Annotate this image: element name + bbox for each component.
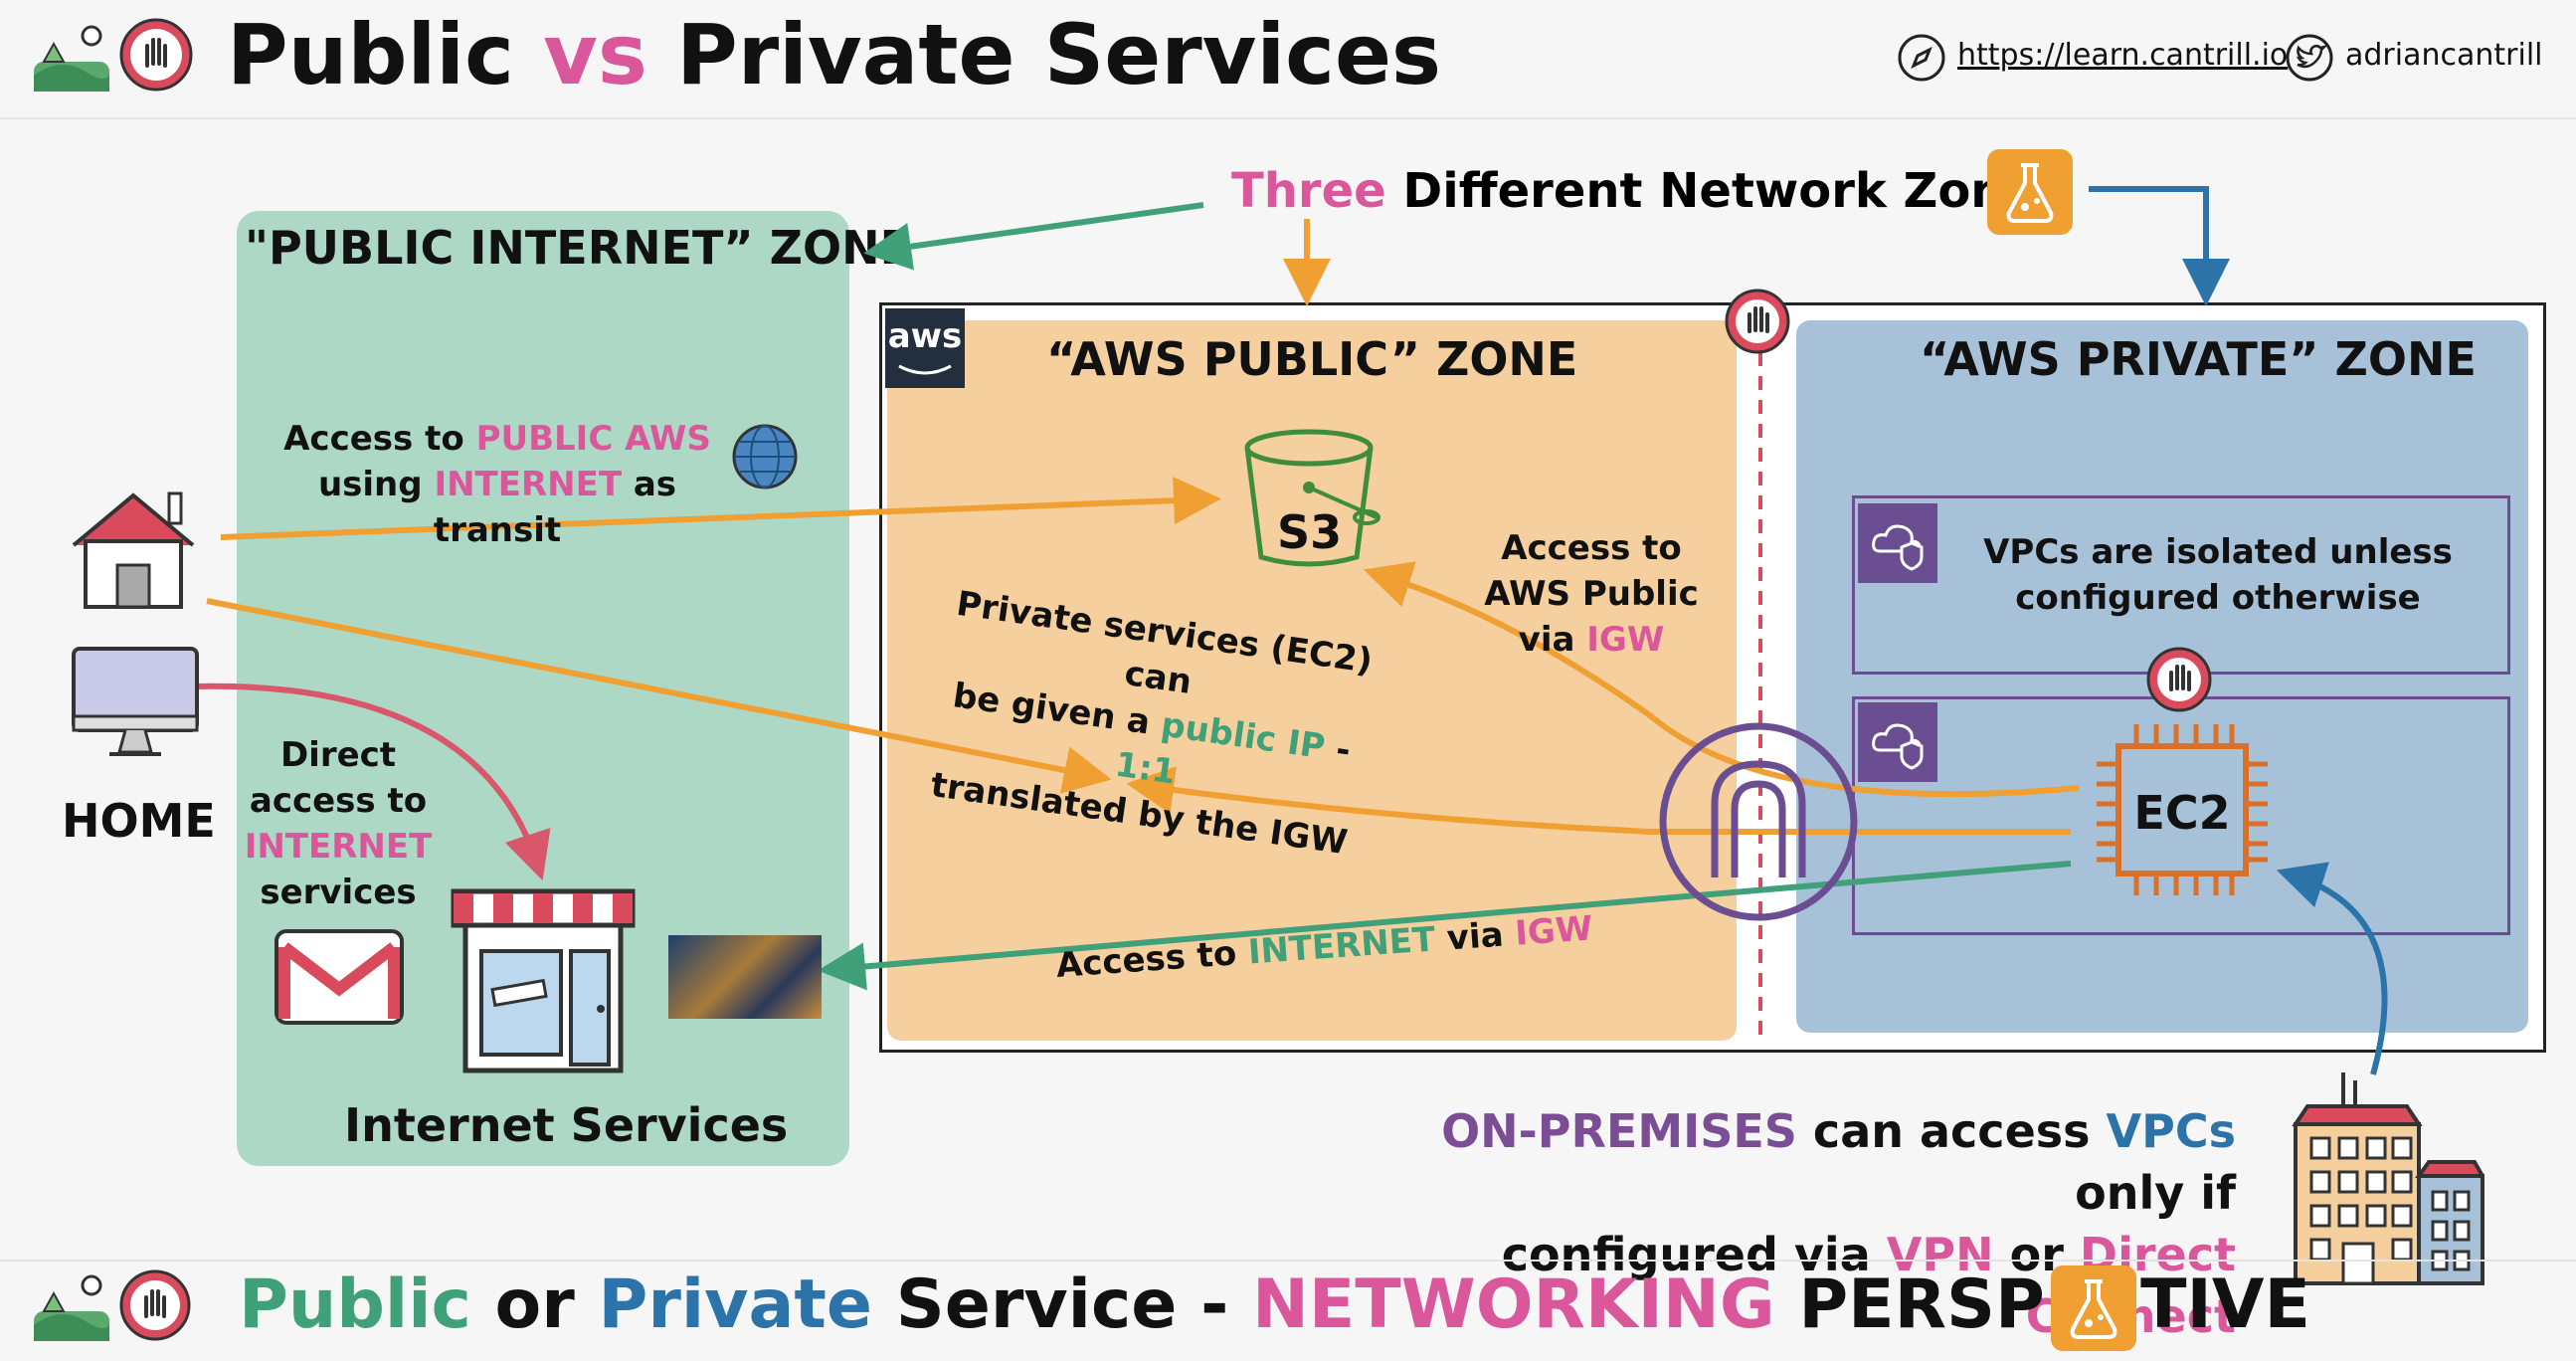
title-vs: vs xyxy=(543,6,647,103)
ec2-label: EC2 xyxy=(2133,786,2231,840)
three-zones-heading: Three Different Network Zones xyxy=(1231,163,2066,219)
title-public: Public xyxy=(227,6,514,103)
internet-gateway-icon xyxy=(1659,722,1858,921)
vpc-cloud-icon xyxy=(1858,503,1937,583)
aws-public-zone-title: “AWS PUBLIC” ZONE xyxy=(1046,332,1578,386)
footer-title: Public or Private Service - NETWORKING P… xyxy=(239,1265,2310,1344)
arrow-onprem-to-ec2 xyxy=(2276,862,2388,1075)
title-private: Private Services xyxy=(676,6,1441,103)
arrow-ec2-to-internet xyxy=(818,861,2072,991)
s3-bucket-icon xyxy=(1244,429,1380,567)
arrow-home-to-s3 xyxy=(220,477,1221,540)
office-building-icon xyxy=(2292,1072,2484,1285)
boundary-stop-icon xyxy=(1725,289,1790,354)
gmail-icon xyxy=(275,929,404,1025)
arrow-ec2-to-igw xyxy=(1126,766,2071,835)
globe-icon xyxy=(732,424,798,489)
header-divider xyxy=(0,117,2576,119)
vpc-isolated-label: VPCs are isolated unless configured othe… xyxy=(1983,532,2453,618)
stop-hand-icon xyxy=(119,18,193,92)
direct-access-label: Direct access to INTERNET services xyxy=(244,735,433,912)
zone-separator xyxy=(1758,328,1762,1045)
onprem-note: ON-PREMISES can access VPCs only if conf… xyxy=(1441,1104,2236,1343)
s3-label: S3 xyxy=(1277,505,1343,559)
monitor-icon xyxy=(72,647,199,756)
page-title: Public vs Private Services xyxy=(227,6,1441,103)
twitter-handle[interactable]: adriancantrill xyxy=(2345,38,2543,73)
house-icon xyxy=(72,491,195,609)
arrow-to-public-internet xyxy=(863,202,1204,271)
compass-icon xyxy=(1898,34,1945,82)
access-public-aws-label: Access to PUBLIC AWS using INTERNET as t… xyxy=(283,419,711,550)
aws-logo-text: aws xyxy=(887,316,963,356)
footer-landscape-logo-icon xyxy=(34,1274,110,1341)
course-link[interactable]: https://learn.cantrill.io xyxy=(1957,38,2289,73)
footer-divider xyxy=(0,1260,2576,1262)
service-thumbnail-image xyxy=(668,935,822,1019)
aws-private-zone-title: “AWS PRIVATE” ZONE xyxy=(1920,332,2477,386)
twitter-icon xyxy=(2286,34,2333,82)
vpc-stop-icon xyxy=(2146,647,2212,712)
heading-rest: Different Network Zones xyxy=(1402,163,2066,219)
arrow-to-aws-private xyxy=(2089,186,2230,306)
heading-three: Three xyxy=(1231,163,1386,219)
arrow-home-to-public-ip xyxy=(206,598,1112,794)
home-label: HOME xyxy=(62,794,216,848)
aws-logo: aws xyxy=(885,308,965,388)
aws-smile-icon xyxy=(898,364,952,375)
footer-stop-hand-icon xyxy=(119,1269,191,1341)
footer-flask-icon xyxy=(2051,1265,2136,1351)
arrow-ec2-to-s3 xyxy=(1363,561,2080,798)
public-internet-zone-title: "PUBLIC INTERNET” ZONE xyxy=(245,221,912,275)
flask-icon xyxy=(1987,149,2073,235)
vpc-cloud-icon-2 xyxy=(1858,702,1937,782)
ec2-chip-icon xyxy=(2097,724,2268,895)
internet-services-label: Internet Services xyxy=(344,1098,789,1152)
landscape-logo-icon xyxy=(34,25,110,92)
access-aws-public-label: Access to AWS Public via IGW xyxy=(1484,528,1699,660)
arrow-monitor-to-shop xyxy=(194,682,551,881)
shop-icon xyxy=(451,888,636,1073)
